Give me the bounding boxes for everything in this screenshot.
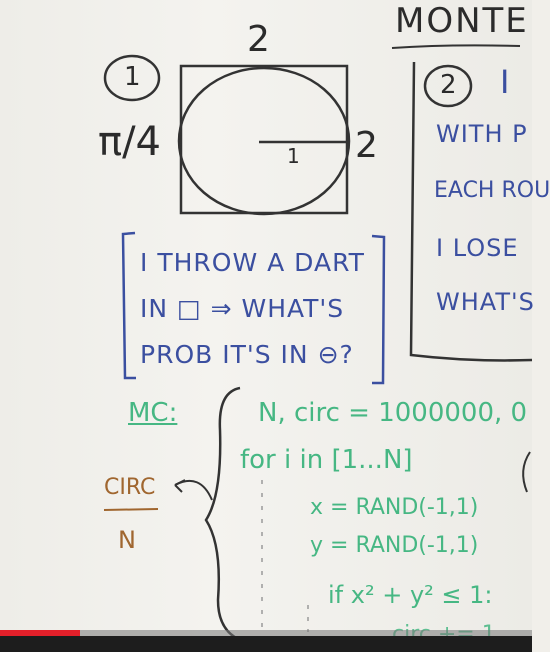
video-progress-bar[interactable] [0,630,532,636]
pi-over-four-label: π/4 [98,119,162,165]
title-underline [391,44,521,49]
question-line-2: IN □ ⇒ WHAT'S [140,294,345,323]
code-line-2: for i in [1...N] [240,445,413,475]
question-line-1: I THROW A DART [140,248,365,277]
step2-line-2: WITH P [436,120,528,148]
square-right-side-label: 2 [355,125,378,166]
step2-number: 2 [440,70,457,100]
mc-brace [204,386,241,642]
inscribed-circle-shape [177,66,351,216]
radius-label: 1 [287,144,300,168]
step1-number: 1 [124,62,141,92]
mc-label: MC: [128,398,178,428]
question-line-3: PROB IT'S IN ⊖? [140,340,354,369]
code-line-5: if x² + y² ≤ 1: [328,581,493,609]
step2-line-5: WHAT'S [436,288,535,316]
code-line-4: y = RAND(-1,1) [310,533,479,558]
step2-line-1: I [500,63,510,101]
video-progress-played [0,630,80,636]
fraction-bar [103,508,159,511]
code-line-3: x = RAND(-1,1) [310,495,479,520]
whiteboard-drawings [103,44,533,642]
fraction-denominator: N [118,526,136,554]
square-top-side-label: 2 [247,19,270,60]
step2-line-4: I LOSE [436,234,519,262]
step2-circle-mark [423,64,473,108]
step1-circle-mark [103,54,161,102]
question-bracket-left [121,231,136,380]
margin-mark [522,451,531,493]
code-line-1: N, circ = 1000000, 0 [258,398,528,428]
fraction-numerator: CIRC [104,475,156,500]
question-bracket-right [371,234,386,385]
step2-box [409,61,533,362]
board-title: MONTE [395,1,529,41]
step2-line-3: EACH ROU [434,178,550,203]
video-controls-bar[interactable] [0,636,532,652]
